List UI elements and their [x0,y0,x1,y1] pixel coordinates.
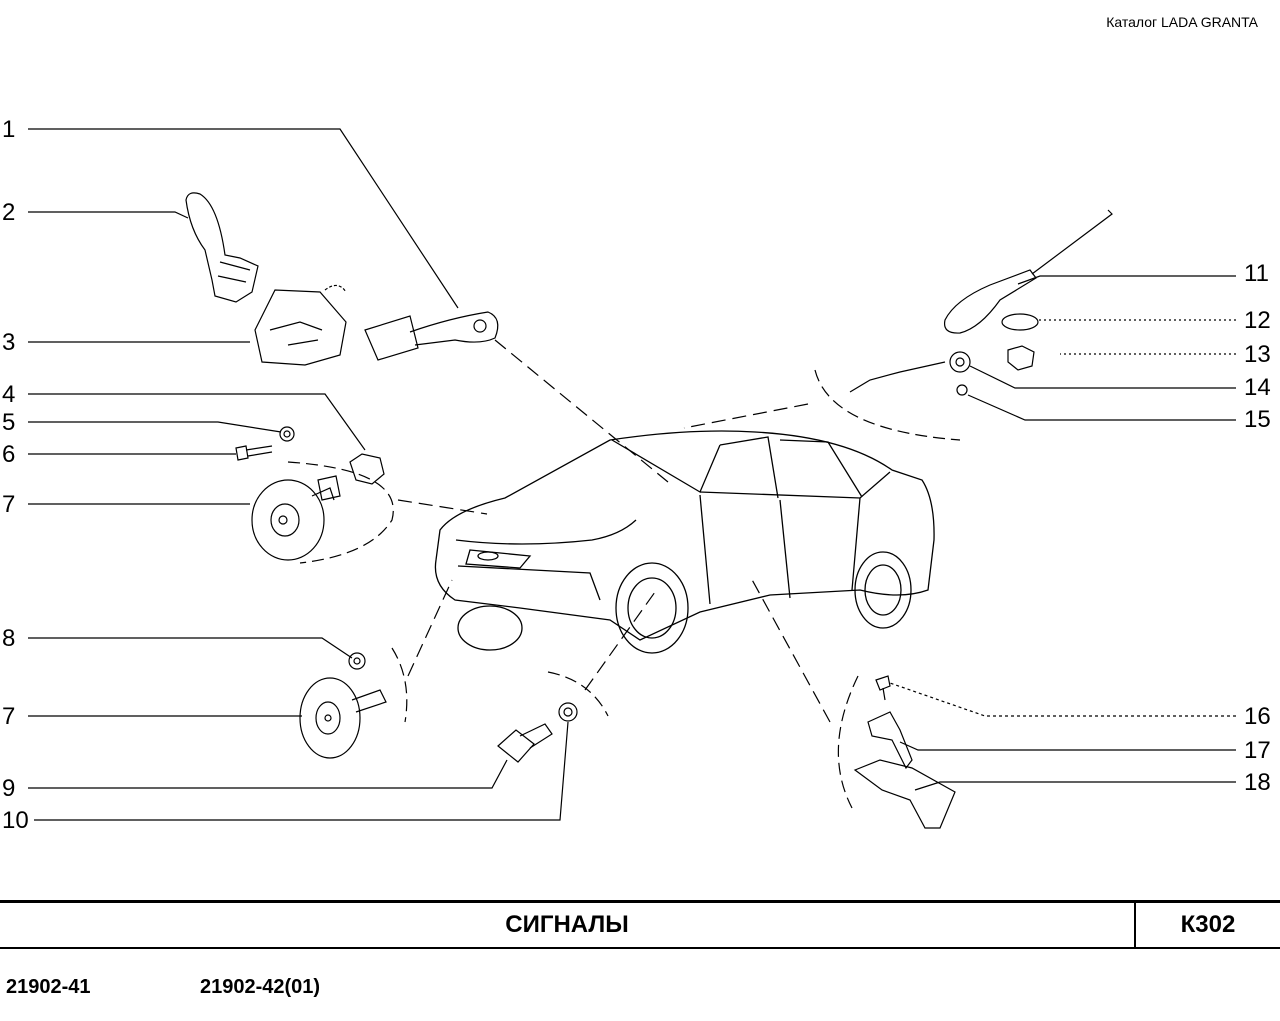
catalog-header: Каталог LADA GRANTA [1106,14,1258,30]
nut-and-bolt [235,426,295,461]
bracket [317,453,385,501]
switch-and-washer [497,702,578,763]
callout-10: 10 [2,807,29,834]
callout-4: 4 [2,381,16,408]
callout-18: 18 [1244,769,1271,796]
car-outline [434,430,935,654]
callout-13: 13 [1244,341,1271,368]
leader-lines [28,128,1236,821]
callout-16: 16 [1244,703,1271,730]
callout-11: 11 [1244,260,1269,287]
callout-2: 2 [2,199,16,226]
callout-7-upper: 7 [2,491,16,518]
callout-8: 8 [2,625,16,652]
model-code-1: 21902-41 [6,976,91,998]
horn-lower [299,652,387,759]
location-arrows [397,339,831,723]
group-arcs [287,369,961,809]
model-code-2: 21902-42(01) [200,976,321,998]
title-block: СИГНАЛЫ К302 [0,900,1280,949]
callout-14: 14 [1244,374,1271,401]
callout-17: 17 [1244,737,1271,764]
callout-15: 15 [1244,406,1271,433]
stalk-switch-right [364,311,499,361]
parts-diagram [28,128,1236,829]
callout-3: 3 [2,329,16,356]
stalk-switch-left [185,192,259,303]
callout-1: 1 [2,116,16,143]
callout-7-lower: 7 [2,703,16,730]
callout-5: 5 [2,409,16,436]
switch-body [254,284,347,366]
bracket-assembly [853,675,956,829]
section-code: К302 [1180,911,1236,938]
callout-9: 9 [2,775,16,802]
callout-6: 6 [2,441,16,468]
horn-upper [251,479,335,561]
antenna [849,209,1113,396]
callout-12: 12 [1244,307,1271,334]
page-title: СИГНАЛЫ [0,903,1136,947]
